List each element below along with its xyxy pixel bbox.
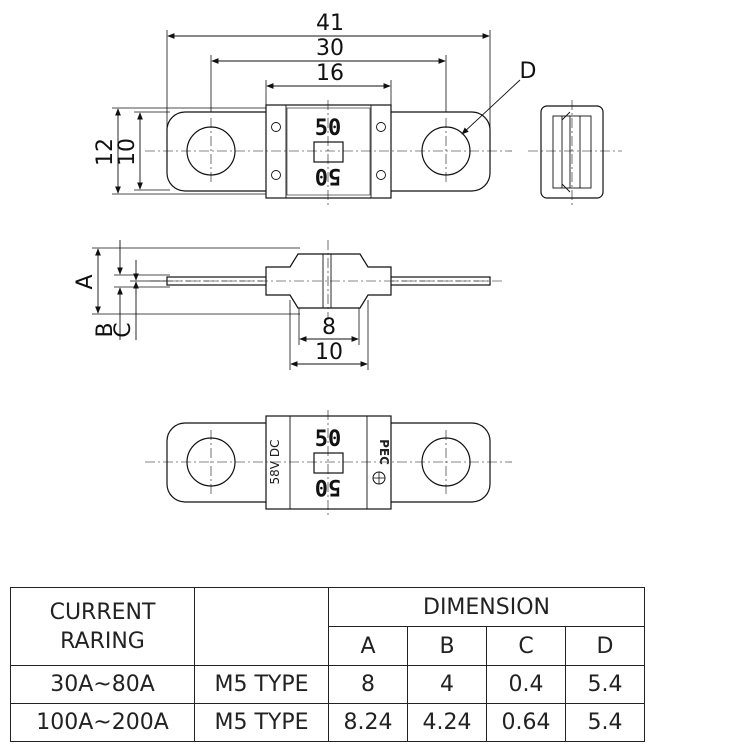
dim-b-label: B <box>93 322 118 337</box>
header-dimension: DIMENSION <box>328 587 645 627</box>
rating-bottom-label: 50 <box>315 163 342 188</box>
bottom-rating-bottom-label: 50 <box>315 474 342 499</box>
edge-view <box>92 240 505 370</box>
cell-current: 30A~80A <box>10 665 195 704</box>
body-profile <box>265 253 392 309</box>
voltage-label: 58V DC <box>268 440 282 485</box>
cell-a: 8.24 <box>328 703 408 742</box>
fuse-window <box>313 141 344 163</box>
cell-current: 100A~200A <box>10 703 195 742</box>
cell-b: 4 <box>407 665 487 704</box>
header-col-b: B <box>407 626 487 666</box>
cell-type: M5 TYPE <box>194 703 329 742</box>
table-row: 30A~80A M5 TYPE 8 4 0.4 5.4 <box>10 665 645 704</box>
cell-b: 4.24 <box>407 703 487 742</box>
header-col-c: C <box>486 626 566 666</box>
leader-d <box>461 79 521 135</box>
cell-d: 5.4 <box>565 703 645 742</box>
cell-c: 0.64 <box>486 703 566 742</box>
cell-d: 5.4 <box>565 665 645 704</box>
dim-10-label: 10 <box>115 138 140 166</box>
dim-41-label: 41 <box>316 11 344 36</box>
dim-16-label: 16 <box>316 61 344 86</box>
dim-30-label: 30 <box>316 36 344 61</box>
dim-c-label: C <box>111 322 136 337</box>
cell-c: 0.4 <box>486 665 566 704</box>
header-col-d: D <box>565 626 645 666</box>
rating-top-label: 50 <box>315 116 342 141</box>
header-blank <box>194 587 329 666</box>
body-rivets <box>271 122 386 180</box>
cell-a: 8 <box>328 665 408 704</box>
fuse-technical-drawing: 50 50 41 30 16 12 10 D <box>73 11 622 516</box>
spec-table: CURRENT RARING DIMENSION A B C D 30A~80A… <box>10 587 645 742</box>
center-lines <box>145 100 512 205</box>
table-row: 100A~200A M5 TYPE 8.24 4.24 0.64 5.4 <box>10 703 645 742</box>
dim-12-label: 12 <box>93 138 118 166</box>
bottom-view <box>145 410 512 516</box>
dim-8-label: 8 <box>322 315 336 340</box>
dim-a-label: A <box>73 274 98 289</box>
dim-10-depth-label: 10 <box>315 340 343 365</box>
hole-d-label: D <box>520 59 537 84</box>
brand-label: PEC <box>377 439 391 465</box>
cell-type: M5 TYPE <box>194 665 329 704</box>
header-current-rating: CURRENT RARING <box>10 587 195 666</box>
bottom-rating-top-label: 50 <box>315 427 342 452</box>
top-view <box>112 30 521 205</box>
side-view <box>528 100 622 208</box>
header-col-a: A <box>328 626 408 666</box>
